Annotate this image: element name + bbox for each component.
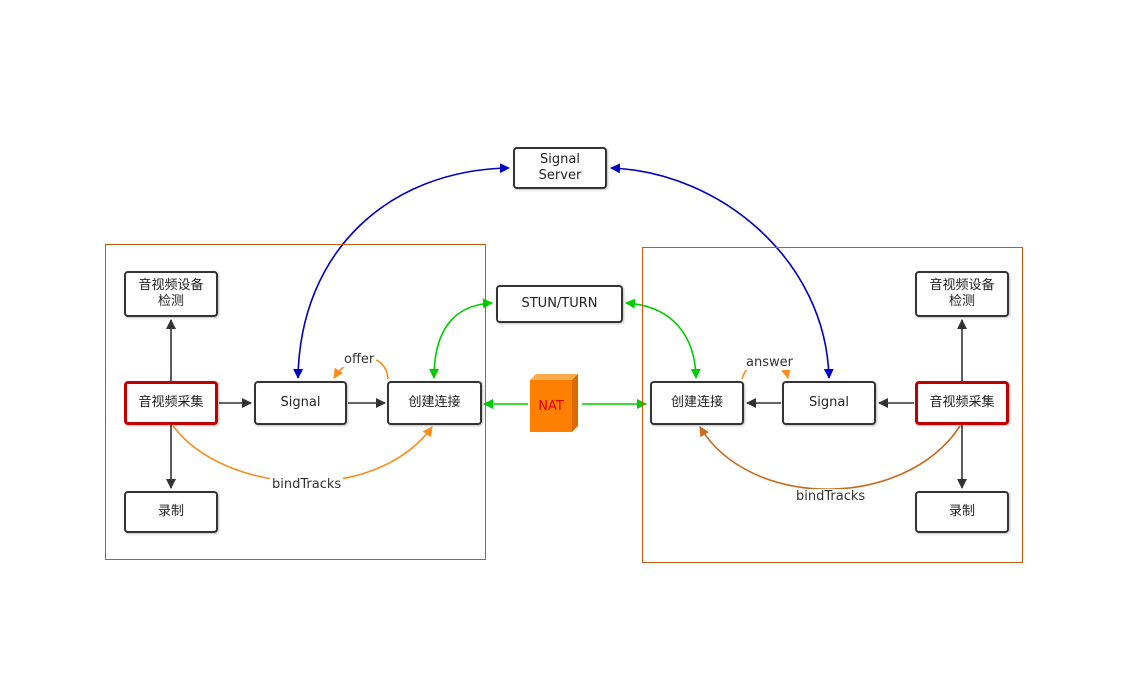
left-device-detect-box: 音视频设备 检测 — [124, 271, 218, 317]
right-capture-box: 音视频采集 — [915, 381, 1009, 425]
left-bindtracks-label: bindTracks — [270, 477, 344, 492]
offer-label: offer — [342, 352, 377, 367]
right-record-label: 录制 — [948, 504, 975, 519]
left-connect-box: 创建连接 — [387, 381, 482, 425]
answer-label: answer — [744, 355, 795, 370]
left-capture-label: 音视频采集 — [138, 395, 204, 410]
left-detect-line1: 音视频设备 — [138, 278, 204, 293]
left-signal-server-arrow — [293, 163, 510, 379]
stun-turn-label: STUN/TURN — [521, 296, 598, 311]
left-signal-label: Signal — [280, 395, 321, 410]
right-connect-label: 创建连接 — [670, 395, 723, 410]
right-record-box: 录制 — [915, 491, 1009, 533]
left-stun-arrow — [429, 298, 493, 379]
signal-server-box: Signal Server — [513, 147, 607, 189]
right-signal-box: Signal — [782, 381, 876, 425]
nat-label: NAT — [530, 380, 572, 432]
left-record-label: 录制 — [157, 504, 184, 519]
nat-top-face — [530, 374, 578, 380]
nat-block: NAT — [530, 374, 578, 432]
right-signal-server-arrow — [610, 163, 834, 379]
right-bindtracks-label: bindTracks — [794, 489, 868, 504]
left-signal-box: Signal — [254, 381, 347, 425]
stun-turn-box: STUN/TURN — [496, 285, 623, 323]
left-connect-label: 创建连接 — [408, 395, 461, 410]
signal-server-line2: Server — [538, 168, 582, 183]
right-detect-line2: 检测 — [948, 294, 975, 309]
right-bindtracks-arrow — [699, 425, 961, 490]
right-connect-box: 创建连接 — [650, 381, 744, 425]
right-peer-group — [642, 247, 1023, 563]
left-capture-box: 音视频采集 — [124, 381, 218, 425]
signal-server-line1: Signal — [540, 152, 580, 167]
right-device-detect-box: 音视频设备 检测 — [915, 271, 1009, 317]
right-signal-label: Signal — [809, 395, 849, 410]
left-detect-line2: 检测 — [157, 294, 184, 309]
left-peer-group — [105, 244, 486, 560]
right-stun-arrow — [625, 298, 701, 379]
nat-side-face — [572, 374, 578, 432]
left-record-box: 录制 — [124, 491, 218, 533]
right-capture-label: 音视频采集 — [929, 395, 995, 410]
right-detect-line1: 音视频设备 — [929, 278, 995, 293]
